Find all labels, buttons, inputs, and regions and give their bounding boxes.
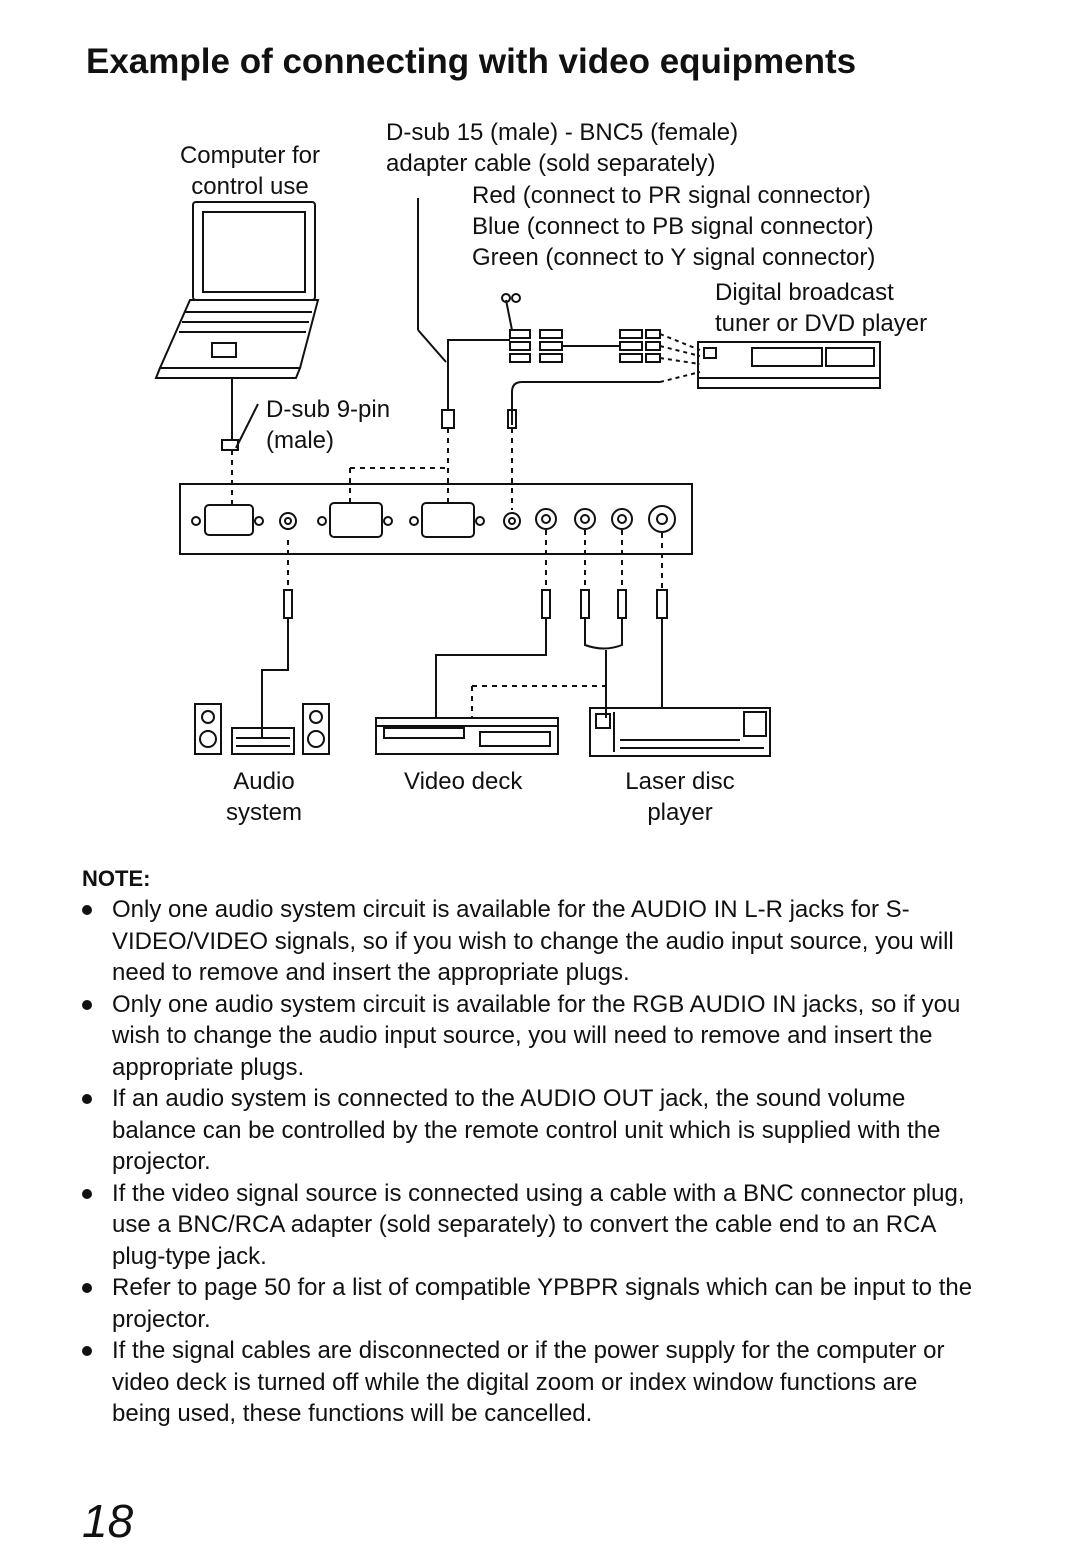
dvd-player-label: Digital broadcast tuner or DVD player	[715, 279, 928, 337]
dvd-player-icon	[697, 341, 881, 389]
blue-connector-label: Blue (connect to PB signal connector)	[472, 213, 874, 240]
note-item: If the signal cables are disconnected or…	[76, 1335, 976, 1430]
audio-system-label: Audio system	[225, 768, 302, 826]
bullet-icon	[82, 1188, 92, 1199]
dsub9-label: D-sub 9-pin (male)	[266, 396, 391, 454]
note-heading: NOTE:	[82, 866, 151, 891]
page-number: 18	[82, 1495, 134, 1547]
projector-connector-panel	[179, 483, 693, 555]
connection-diagram	[154, 198, 881, 757]
page-title: Example of connecting with video equipme…	[86, 42, 857, 81]
bullet-icon	[82, 1283, 92, 1293]
green-connector-label: Green (connect to Y signal connector)	[472, 244, 876, 271]
adapter-cable-label: D-sub 15 (male) - BNC5 (female) adapter …	[386, 119, 739, 177]
note-item: If the video signal source is connected …	[76, 1178, 976, 1273]
bullet-icon	[82, 905, 92, 915]
note-item: Only one audio system circuit is availab…	[76, 894, 976, 989]
bullet-icon	[82, 1346, 92, 1356]
laser-disc-label: Laser disc player	[625, 768, 735, 826]
red-connector-label: Red (connect to PR signal connector)	[472, 182, 871, 209]
video-deck-icon	[375, 717, 559, 755]
bnc-plugs-icon	[501, 293, 701, 383]
laptop-computer-icon	[154, 201, 320, 379]
bullet-icon	[82, 1094, 92, 1104]
bullet-icon	[82, 999, 92, 1010]
note-item: Refer to page 50 for a list of compatibl…	[76, 1272, 976, 1335]
video-deck-label: Video deck	[404, 768, 523, 795]
computer-label: Computer for control use	[179, 142, 321, 200]
notes-list: Only one audio system circuit is availab…	[76, 894, 976, 1430]
audio-system-icon	[194, 703, 330, 755]
laser-disc-player-icon	[589, 707, 771, 757]
note-item: If an audio system is connected to the A…	[76, 1083, 976, 1178]
note-item: Only one audio system circuit is availab…	[76, 989, 976, 1084]
